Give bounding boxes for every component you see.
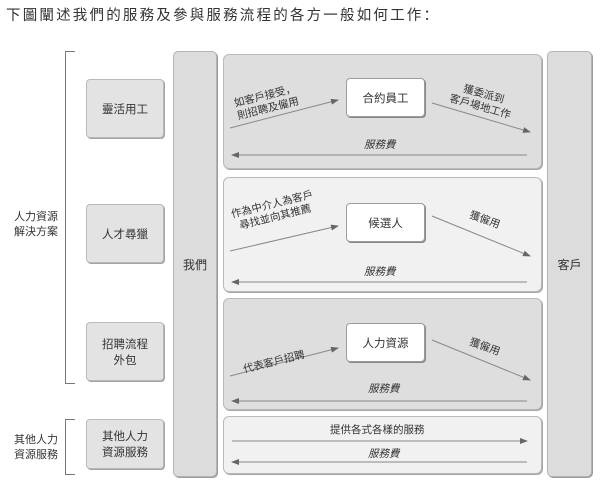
service-other-hr: 其他人力 資源服務 [86, 419, 164, 469]
column-us: 我們 [173, 51, 217, 477]
group-label-hr-solutions: 人力資源 解決方案 [14, 210, 58, 238]
node-hr-resources: 人力資源 [346, 323, 425, 362]
arrow-talent-in [229, 224, 339, 252]
service-rpo: 招聘流程 外包 [86, 322, 164, 381]
other-fee-label: 服務費 [368, 448, 400, 460]
rpo-fee-label: 服務費 [368, 383, 400, 395]
panel-other-hr [223, 416, 542, 474]
arrow-rpo-out [431, 339, 531, 381]
bracket-other-hr [65, 419, 75, 475]
other-service-label: 提供各式各樣的服務 [330, 424, 425, 436]
arrow-flex-in [229, 98, 339, 129]
column-client: 客戶 [547, 51, 592, 477]
arrow-rpo-in [229, 346, 339, 377]
arrow-talent-out [431, 215, 531, 257]
flex-fee-label: 服務費 [364, 139, 396, 151]
group-label-other-hr: 其他人力 資源服務 [14, 433, 58, 461]
service-flexible-staffing: 靈活用工 [86, 79, 164, 138]
talent-fee-label: 服務費 [364, 266, 396, 278]
diagram-caption: 下圖闡述我們的服務及參與服務流程的各方一般如何工作： [6, 8, 441, 24]
bracket-hr-solutions [65, 51, 75, 384]
arrow-flex-out [431, 102, 531, 133]
node-contract-staff: 合約員工 [346, 78, 425, 117]
service-talent-search: 人才尋獵 [86, 204, 164, 263]
node-candidate: 候選人 [346, 203, 425, 242]
